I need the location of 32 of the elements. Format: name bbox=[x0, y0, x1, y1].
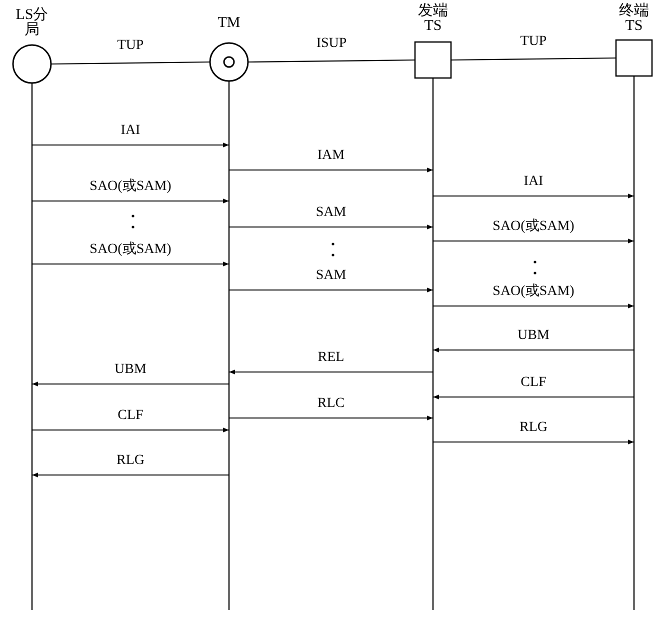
message-arrow bbox=[433, 348, 634, 352]
message-arrow bbox=[229, 370, 433, 374]
message-arrow bbox=[433, 440, 634, 444]
message-arrow bbox=[433, 238, 634, 244]
message-arrow bbox=[32, 142, 229, 148]
circle-symbol-with-lifeline bbox=[209, 42, 249, 610]
message-arrow bbox=[32, 472, 229, 478]
node-label: LS分局 bbox=[14, 8, 50, 38]
square-symbol-with-lifeline bbox=[615, 39, 653, 610]
message-arrow bbox=[229, 168, 433, 172]
message-arrow bbox=[433, 304, 634, 308]
link-line bbox=[51, 61, 210, 65]
message-arrow bbox=[433, 394, 634, 400]
node-label: 发端TS bbox=[417, 4, 449, 34]
circle-symbol-with-lifeline bbox=[12, 44, 52, 610]
edge-label: SAO(或SAM) bbox=[490, 284, 576, 300]
edge-label: SAO(或SAM) bbox=[490, 219, 576, 235]
edge-label: SAO(或SAM) bbox=[88, 242, 174, 258]
message-arrow bbox=[229, 224, 433, 230]
edge-label: SAO(或SAM) bbox=[88, 179, 174, 195]
link-line bbox=[248, 59, 415, 63]
message-arrow bbox=[433, 194, 634, 198]
message-arrow bbox=[32, 198, 229, 204]
link-line bbox=[451, 57, 616, 61]
message-arrow bbox=[32, 382, 229, 386]
message-arrow bbox=[32, 428, 229, 432]
message-arrow bbox=[229, 416, 433, 420]
message-arrow bbox=[32, 262, 229, 266]
message-arrow bbox=[229, 288, 433, 292]
node-label: 终端TS bbox=[618, 4, 650, 34]
node-label: TM bbox=[216, 16, 242, 31]
square-symbol-with-lifeline bbox=[414, 41, 452, 610]
